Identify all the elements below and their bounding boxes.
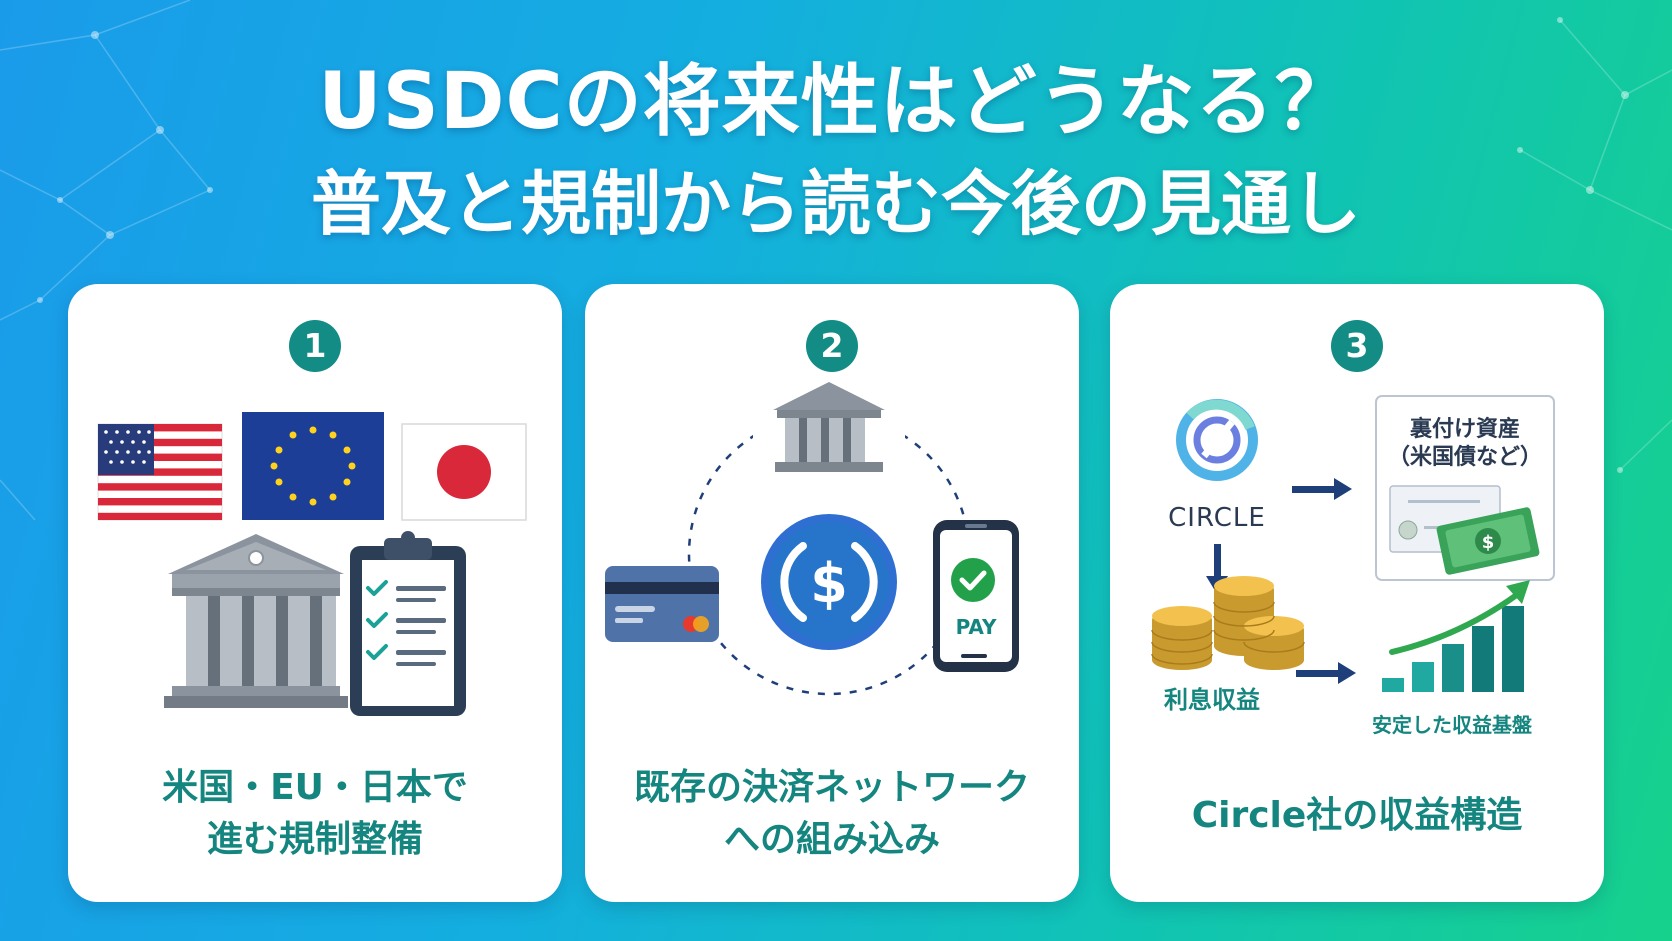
card-caption: 既存の決済ネットワーク への組み込み (585, 762, 1079, 866)
card-caption: Circle社の収益構造 (1110, 790, 1604, 842)
dollar-bill-icon: $ (1436, 507, 1540, 575)
svg-text:$: $ (810, 552, 848, 615)
card-caption: 米国・EU・日本で 進む規制整備 (68, 762, 562, 866)
us-flag-icon (97, 423, 223, 521)
card-number-badge: 3 (1331, 320, 1383, 372)
bank-building-icon (164, 534, 348, 708)
title-line-2: 普及と規制から読む今後の見通し (311, 163, 1361, 245)
card-payment-network: $ PAY 2 既存の決済ネットワーク への組み込み (585, 284, 1079, 902)
caption-line-1: Circle社の収益構造 (1191, 795, 1523, 836)
svg-text:$: $ (1482, 532, 1495, 553)
card-number-badge: 2 (806, 320, 858, 372)
growth-chart-icon (1382, 580, 1530, 692)
circle-logo-icon (1176, 399, 1258, 481)
card-regulation: 1 米国・EU・日本で 進む規制整備 (68, 284, 562, 902)
caption-line-1: 米国・EU・日本で (162, 767, 468, 808)
mobile-pay-phone-icon (933, 520, 1019, 672)
revenue-structure-illustration: CIRCLE $ 裏付け資産 （米国債など） (1151, 395, 1555, 737)
card-number-badge: 1 (289, 320, 341, 372)
interest-label: 利息収益 (1164, 686, 1260, 714)
japan-flag-icon (401, 423, 527, 521)
payment-network-illustration: $ PAY (605, 360, 1019, 696)
revenue-base-label: 安定した収益基盤 (1372, 713, 1533, 737)
bank-icon (753, 360, 905, 490)
eu-flag-icon (242, 412, 384, 520)
title-line-1: USDCの将来性はどうなる？ (318, 57, 1354, 147)
backing-assets-box: $ (1375, 395, 1555, 581)
caption-line-2: への組み込み (723, 819, 940, 860)
caption-line-1: 既存の決済ネットワーク (633, 767, 1030, 808)
pay-label: PAY (956, 615, 997, 639)
card-circle-revenue: CIRCLE $ 裏付け資産 （米国債など） (1110, 284, 1604, 902)
gold-coins-icon (1151, 576, 1305, 670)
asset-label-line-1: 裏付け資産 (1410, 416, 1520, 442)
page-title: USDCの将来性はどうなる？ 普及と規制から読む今後の見通し (0, 50, 1672, 254)
regulation-illustration (97, 412, 527, 716)
circle-logo-text: CIRCLE (1168, 503, 1266, 533)
checklist-clipboard-icon (350, 531, 466, 716)
credit-card-icon (605, 566, 719, 642)
caption-line-2: 進む規制整備 (206, 819, 423, 860)
asset-label-line-2: （米国債など） (1388, 445, 1542, 470)
usdc-coin-icon: $ (761, 514, 897, 650)
